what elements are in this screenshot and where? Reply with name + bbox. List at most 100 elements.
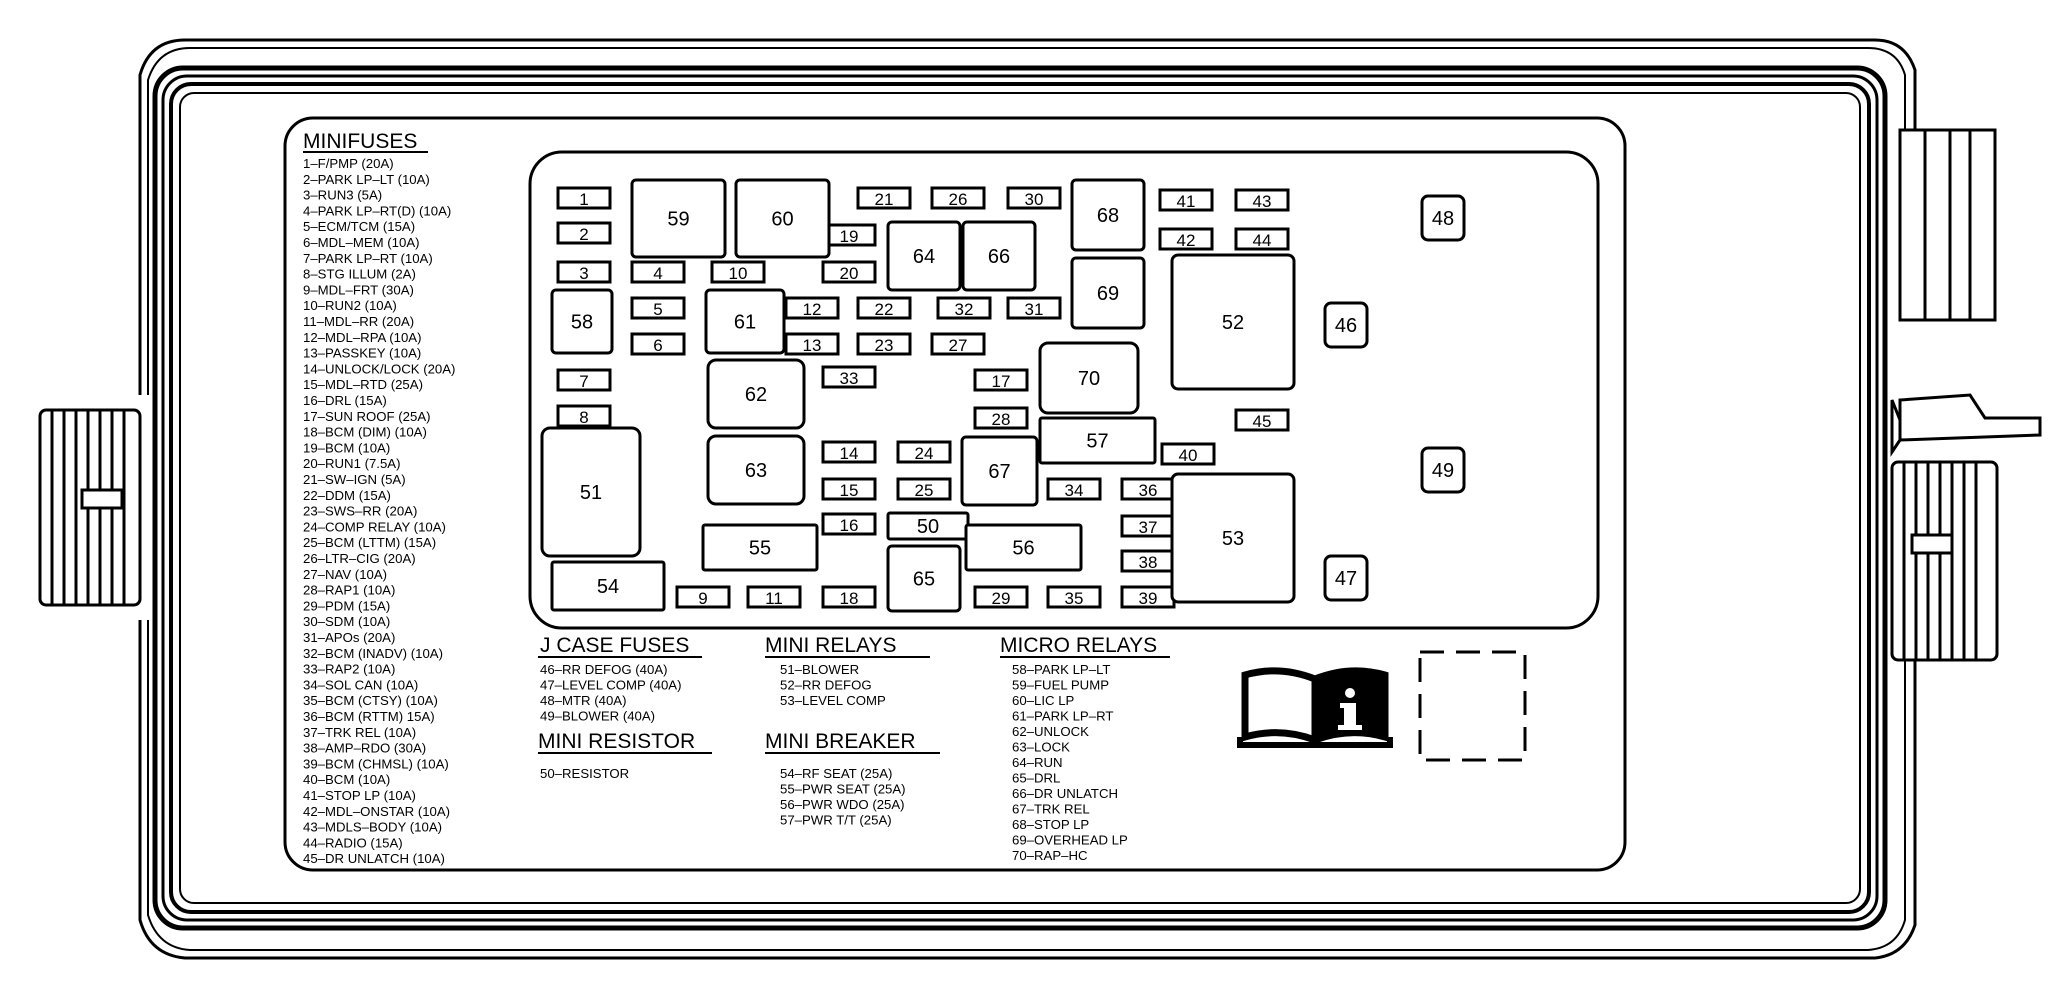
component-66-outline: [961, 220, 1037, 292]
fuse-7-label: 7: [579, 372, 588, 391]
fuse-17-outline: [973, 368, 1029, 392]
fuse-3-outline: [556, 260, 612, 284]
fuse-15-outline: [821, 477, 877, 501]
minifuse-legend-item: 35–BCM (CTSY) (10A): [303, 693, 438, 708]
right-top-connector: [1898, 128, 1997, 322]
component-48: 48: [1420, 194, 1466, 242]
fuse-16-outline: [821, 512, 877, 536]
minifuse-legend-item: 38–AMP–RDO (30A): [303, 741, 426, 756]
fuse-7: 7: [556, 368, 612, 392]
fuse-34-label: 34: [1065, 481, 1084, 500]
book-info-icon: [1237, 667, 1393, 748]
fuse-4-outline: [630, 260, 686, 284]
component-46-label: 46: [1335, 315, 1357, 337]
fuse-9: 9: [675, 585, 731, 609]
minifuse-legend-item: 19–BCM (10A): [303, 440, 390, 455]
fuse-13: 13: [784, 332, 840, 356]
minifuse-legend-item: 24–COMP RELAY (10A): [303, 519, 446, 534]
component-65: 65: [886, 544, 962, 613]
minifuse-legend-item: 22–DDM (15A): [303, 488, 391, 503]
fuse-45-outline: [1234, 408, 1290, 432]
component-63-outline: [706, 434, 806, 506]
component-47-label: 47: [1335, 568, 1357, 590]
fuse-21: 21: [856, 186, 912, 210]
fuse-28: 28: [973, 406, 1029, 430]
component-68: 68: [1070, 178, 1146, 252]
minifuse-legend-item: 32–BCM (INADV) (10A): [303, 646, 443, 661]
component-67-label: 67: [988, 461, 1010, 483]
component-60-outline: [734, 178, 831, 259]
component-48-label: 48: [1432, 208, 1454, 230]
fuse-44: 44: [1234, 227, 1290, 251]
fuse-5: 5: [630, 296, 686, 320]
fuse-14-outline: [821, 440, 877, 464]
minifuse-legend-item: 8–STG ILLUM (2A): [303, 267, 416, 282]
component-61: 61: [704, 288, 786, 355]
breaker-legend-item: 57–PWR T/T (25A): [780, 813, 892, 828]
minifuse-legend-item: 26–LTR–CIG (20A): [303, 551, 416, 566]
component-64: 64: [886, 220, 962, 292]
minifuse-legend-item: 11–MDL–RR (20A): [303, 314, 414, 329]
minifuse-legend-item: 17–SUN ROOF (25A): [303, 409, 431, 424]
fuse-2-outline: [556, 221, 612, 245]
fuse-16-label: 16: [840, 516, 859, 535]
minifuse-legend-item: 37–TRK REL (10A): [303, 725, 416, 740]
fuse-10: 10: [710, 260, 766, 284]
component-68-outline: [1070, 178, 1146, 252]
component-59-label: 59: [667, 209, 689, 231]
minifuse-legend-item: 10–RUN2 (10A): [303, 298, 397, 313]
component-50-label: 50: [917, 516, 939, 538]
minifuse-legend-item: 45–DR UNLATCH (10A): [303, 851, 445, 866]
microrelays-legend-item: 58–PARK LP–LT: [1012, 662, 1110, 677]
fuse-17: 17: [973, 368, 1029, 392]
component-64-outline: [886, 220, 962, 292]
fuse-41-outline: [1158, 188, 1214, 212]
component-62-label: 62: [745, 384, 767, 406]
component-51: 51: [540, 426, 642, 558]
microrelays-legend-item: 66–DR UNLATCH: [1012, 786, 1118, 801]
fuse-42: 42: [1158, 227, 1214, 251]
minifuse-legend-item: 13–PASSKEY (10A): [303, 346, 421, 361]
fuse-24-label: 24: [915, 444, 934, 463]
left-connector: [38, 408, 142, 607]
fuse-43-outline: [1234, 188, 1290, 212]
fuse-23: 23: [856, 332, 912, 356]
fuse-35-outline: [1046, 585, 1102, 609]
label-panel: [283, 116, 1627, 872]
fuse-14-label: 14: [840, 444, 859, 463]
component-66-label: 66: [988, 246, 1010, 268]
component-66: 66: [961, 220, 1037, 292]
fuse-32-label: 32: [955, 300, 974, 319]
fuse-22-outline: [856, 296, 912, 320]
component-70: 70: [1038, 341, 1140, 415]
breaker-legend-item: 55–PWR SEAT (25A): [780, 782, 906, 797]
fuse-22: 22: [856, 296, 912, 320]
component-53-label: 53: [1222, 528, 1244, 550]
component-57: 57: [1038, 416, 1157, 465]
fuse-27: 27: [930, 332, 986, 356]
fuse-34-outline: [1046, 477, 1102, 501]
component-67: 67: [960, 435, 1039, 507]
component-65-outline: [886, 544, 962, 613]
fuse-29-outline: [973, 585, 1029, 609]
jcase-title: J CASE FUSES: [540, 634, 689, 657]
fuse-41: 41: [1158, 188, 1214, 212]
minifuse-legend-item: 27–NAV (10A): [303, 567, 387, 582]
fuse-1-label: 1: [579, 190, 588, 209]
component-70-label: 70: [1078, 368, 1100, 390]
minifuse-legend-item: 16–DRL (15A): [303, 393, 387, 408]
minifuse-legend-item: 23–SWS–RR (20A): [303, 504, 417, 519]
fuse-43-label: 43: [1253, 192, 1272, 211]
fuse-13-label: 13: [803, 336, 822, 355]
fuse-36: 36: [1120, 477, 1176, 501]
fuse-30-label: 30: [1025, 190, 1044, 209]
microrelays-legend-item: 70–RAP–HC: [1012, 848, 1088, 863]
component-65-label: 65: [913, 569, 935, 591]
fuse-24-outline: [896, 440, 952, 464]
microrelays-legend-item: 63–LOCK: [1012, 740, 1070, 755]
jcase-legend-item: 49–BLOWER (40A): [540, 709, 655, 724]
fuse-25-label: 25: [915, 481, 934, 500]
fuse-3: 3: [556, 260, 612, 284]
minifuse-legend-item: 21–SW–IGN (5A): [303, 472, 406, 487]
